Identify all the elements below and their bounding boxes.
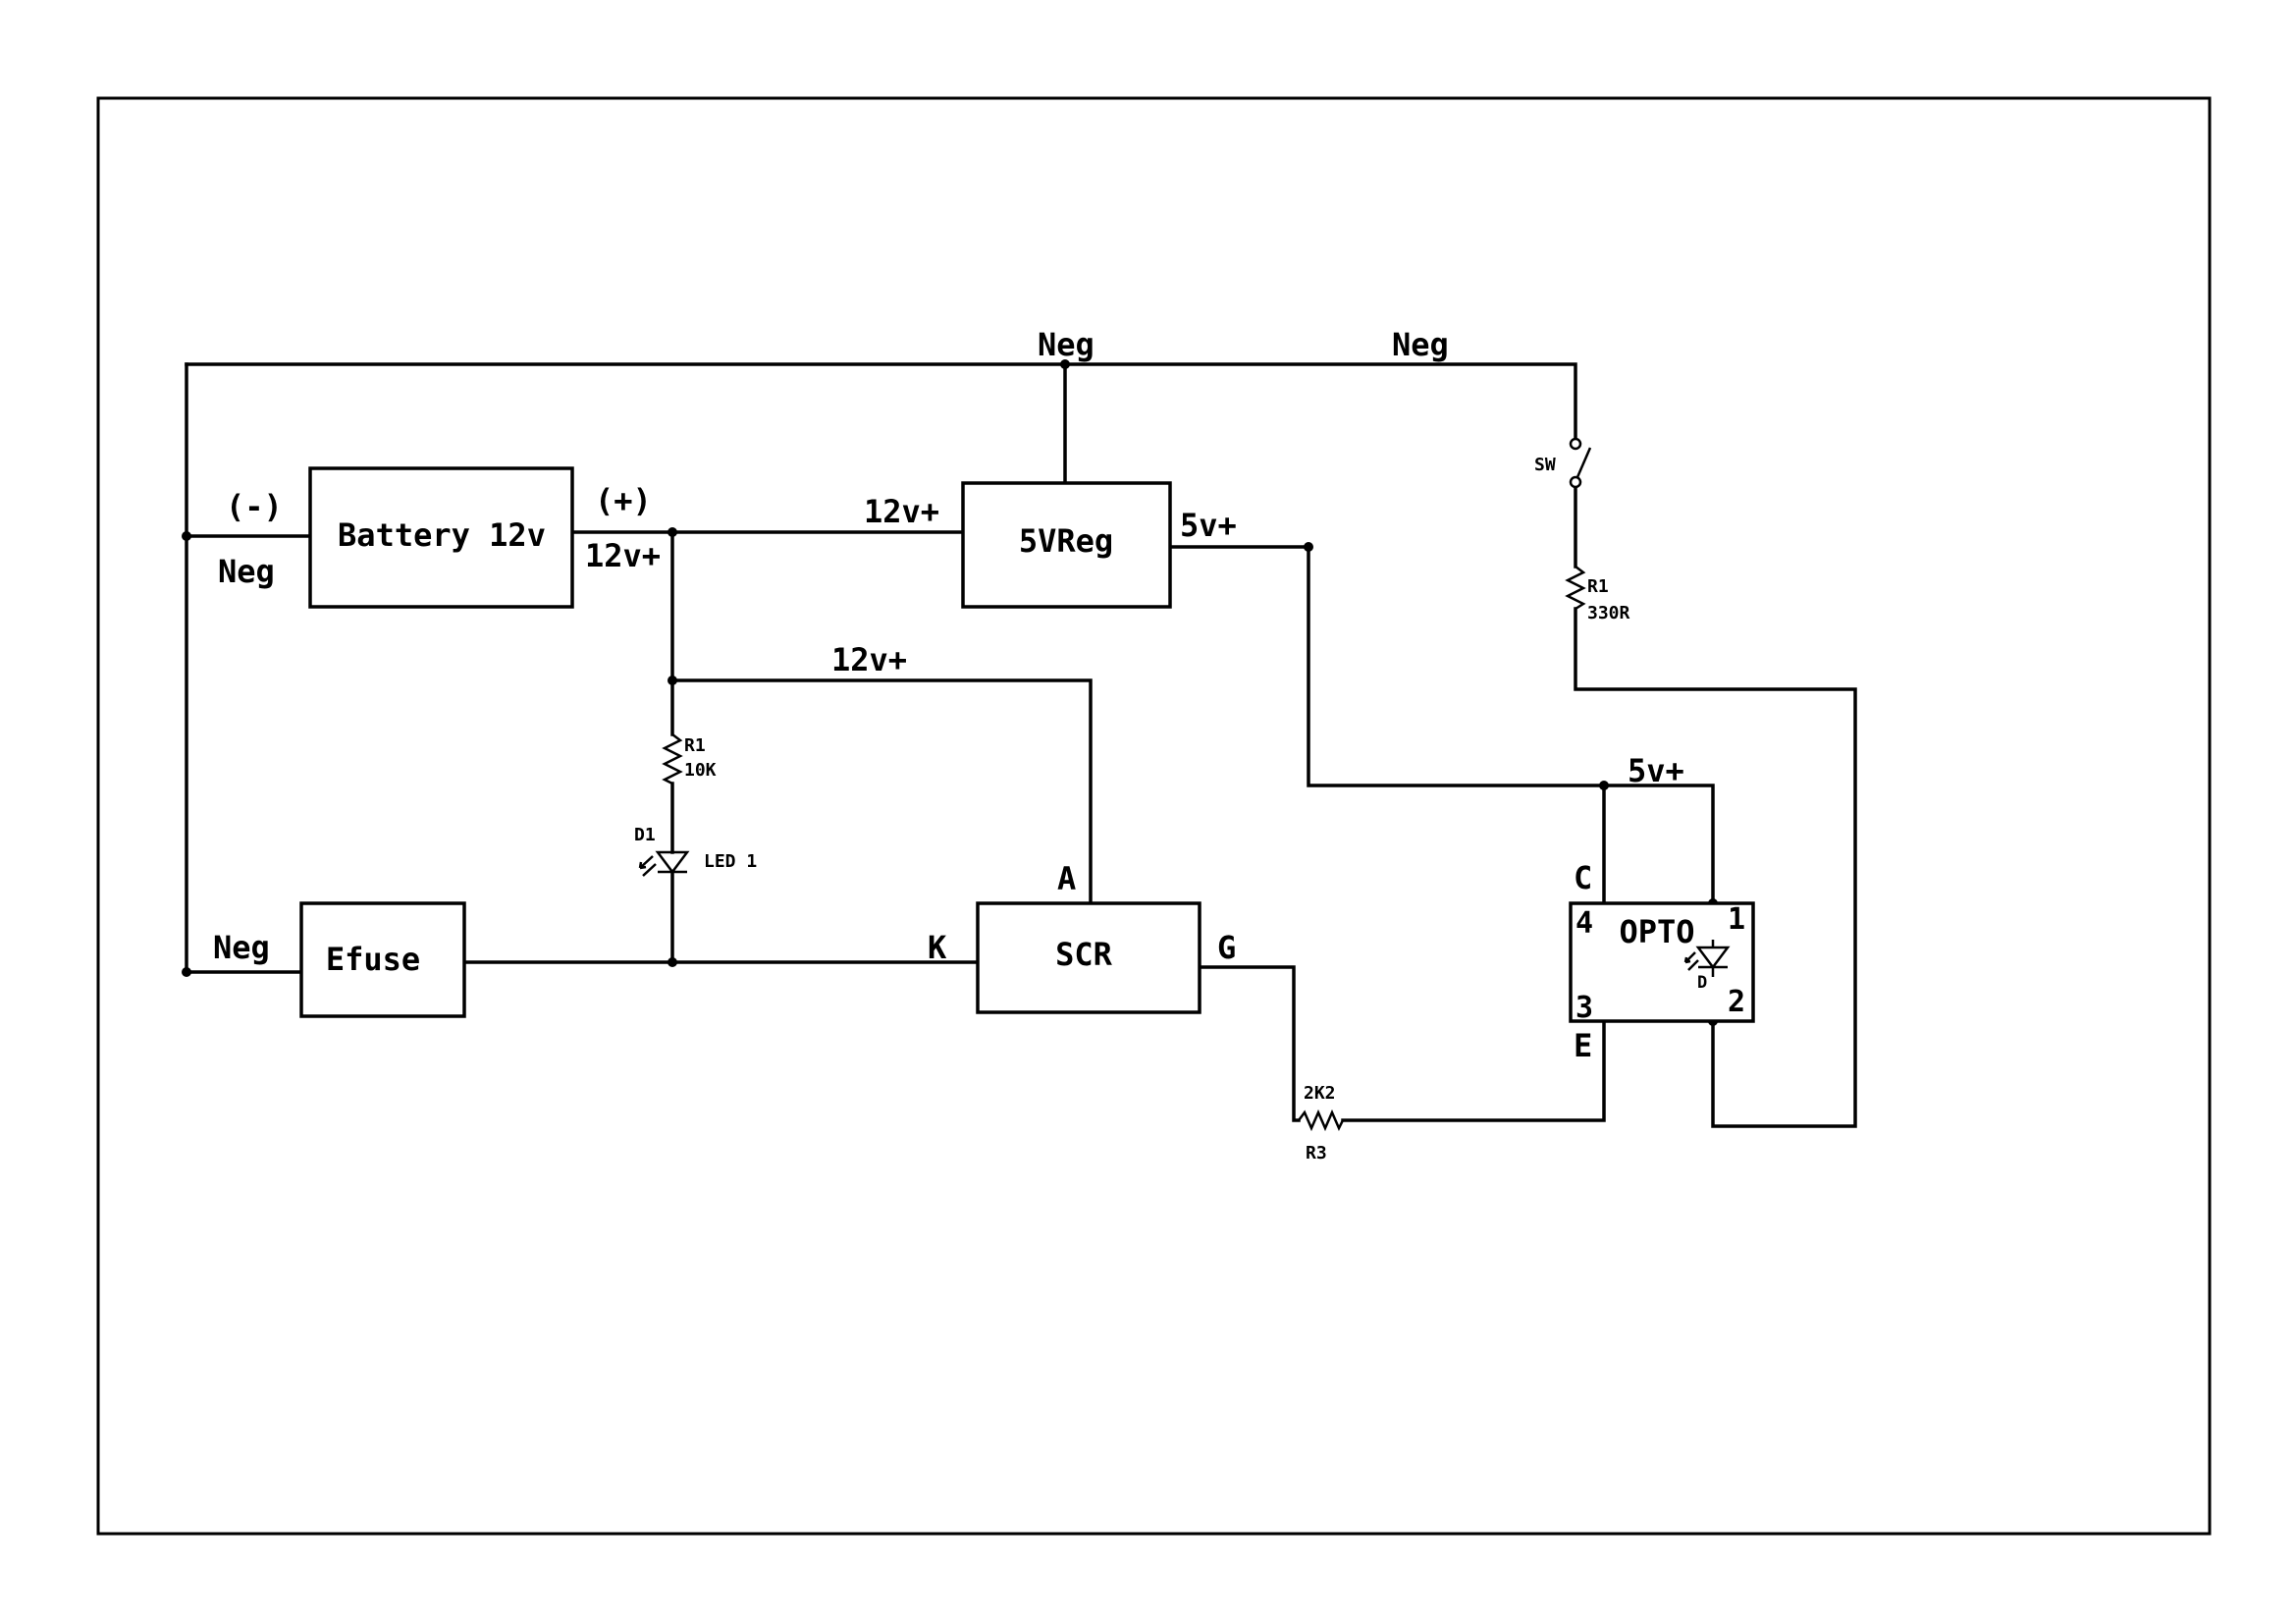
d1-ref-label: D1: [634, 825, 656, 845]
r3-ref-label: R3: [1306, 1143, 1327, 1164]
opto-c-label: C: [1574, 859, 1592, 896]
component-labels: R1 10K D1 LED 1 SW R1 330R 2K2 R3: [634, 455, 1630, 1164]
opto-led-icon: [1683, 940, 1731, 977]
neg-top-right-label: Neg: [1392, 326, 1449, 363]
neg-battery-label: Neg: [218, 553, 275, 590]
switch-icon: [1569, 437, 1592, 489]
d1-value-label: LED 1: [704, 851, 757, 872]
opto-e-label: E: [1574, 1027, 1592, 1064]
efuse-label: Efuse: [326, 941, 420, 978]
efuse-block: Efuse: [299, 901, 466, 1018]
d1-led-icon: [638, 850, 690, 877]
opto-block: OPTO: [1569, 901, 1755, 1023]
battery-block: Battery 12v: [308, 466, 574, 609]
opto-d-label: D: [1697, 973, 1707, 993]
r1-330r-resistor-icon: [1565, 566, 1586, 611]
scr-anode-label: A: [1057, 860, 1076, 897]
battery-minus-label: (-): [226, 488, 283, 525]
opto-pin3-label: 3: [1575, 991, 1593, 1025]
wires: [185, 362, 1857, 1128]
r1-right-value-label: 330R: [1587, 603, 1630, 623]
r3-value-label: 2K2: [1304, 1083, 1336, 1104]
opto-pin4-label: 4: [1575, 906, 1593, 941]
v5-reg-out-label: 5v+: [1180, 507, 1237, 544]
opto-pin1-label: 1: [1728, 902, 1745, 937]
r1-10k-resistor-icon: [662, 733, 683, 785]
scr-block: SCR: [976, 901, 1201, 1014]
net-labels: Neg Neg (-) (+) Neg 12v+ 12v+ 5v+ 12v+ 5…: [213, 326, 1745, 1064]
battery-label: Battery 12v: [338, 516, 546, 554]
r1-left-ref-label: R1: [684, 735, 706, 756]
v12-scr-label: 12v+: [831, 641, 907, 678]
r3-resistor-icon: [1298, 1109, 1345, 1132]
regulator-label: 5VReg: [1019, 522, 1113, 560]
opto-label: OPTO: [1619, 913, 1694, 950]
battery-plus-label: (+): [595, 482, 652, 519]
v12-battery-label: 12v+: [585, 537, 661, 574]
sw-ref-label: SW: [1534, 455, 1556, 475]
opto-pin2-label: 2: [1728, 985, 1745, 1019]
r1-right-ref-label: R1: [1587, 576, 1609, 597]
scr-cathode-label: K: [928, 929, 947, 966]
scr-gate-label: G: [1217, 929, 1236, 966]
neg-efuse-label: Neg: [213, 929, 270, 966]
neg-top-left-label: Neg: [1038, 326, 1095, 363]
r1-left-value-label: 10K: [684, 760, 717, 781]
regulator-block: 5VReg: [961, 481, 1172, 609]
v5-opto-label: 5v+: [1628, 752, 1684, 789]
scr-label: SCR: [1055, 936, 1113, 973]
v12-reg-in-label: 12v+: [864, 493, 939, 530]
sheet-border: [96, 96, 2212, 1536]
